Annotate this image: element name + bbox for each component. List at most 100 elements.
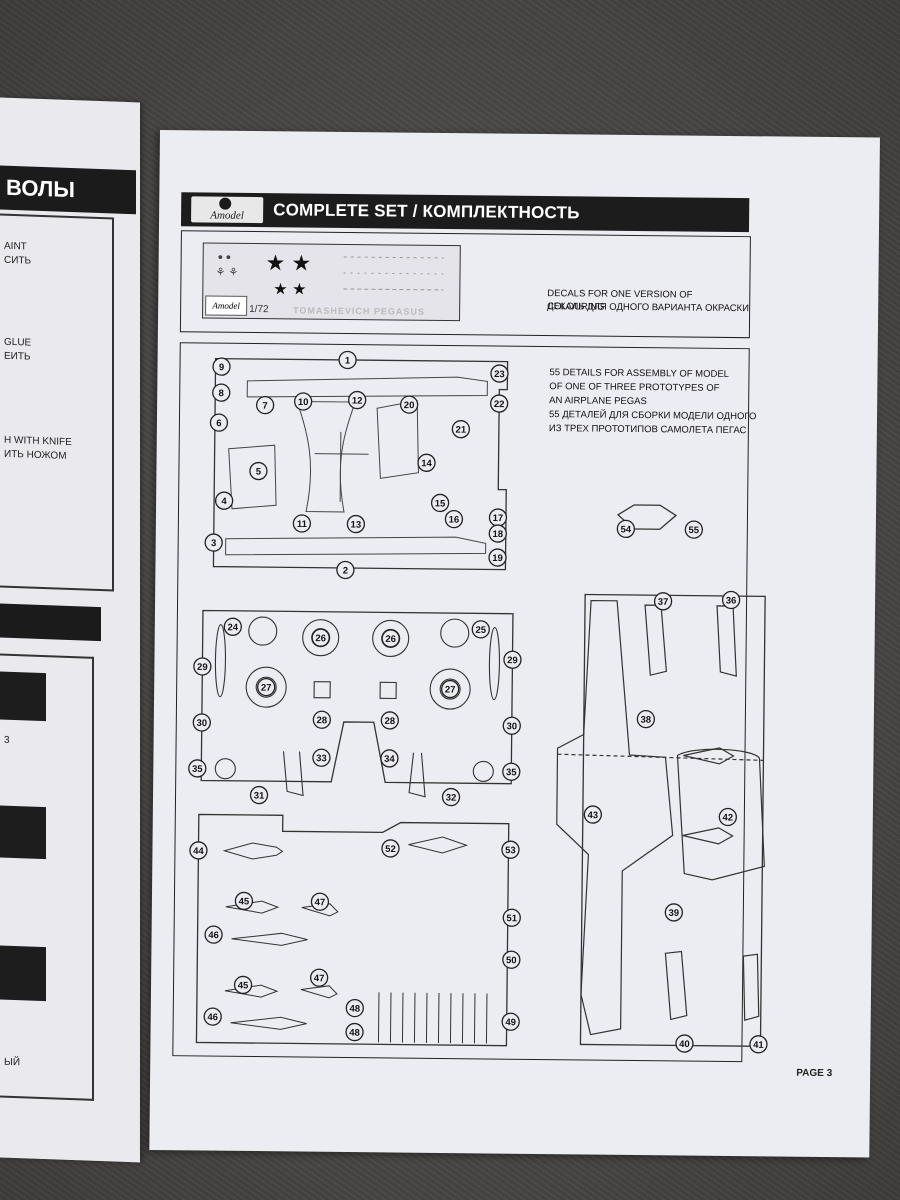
part-callout-50: 50: [502, 950, 521, 969]
part-callout-54: 54: [616, 519, 635, 539]
part-callout-32: 32: [441, 787, 461, 807]
part-callout-26: 26: [311, 628, 330, 647]
part-callout-15: 15: [430, 493, 450, 513]
svg-text:40: 40: [679, 1039, 690, 1050]
part-callout-10: 10: [294, 392, 313, 411]
left-page-box: AINT СИТЬ GLUE ЕИТЬ H WITH KNIFE ИТЬ НОЖ…: [0, 213, 114, 592]
part-callout-48: 48: [345, 1022, 364, 1042]
svg-text:25: 25: [475, 625, 486, 636]
svg-text:★ ★: ★ ★: [273, 281, 306, 298]
bomb-44: [222, 842, 284, 860]
part-callout-30: 30: [192, 713, 211, 732]
part-callout-17: 17: [488, 508, 508, 527]
part-callout-45: 45: [234, 891, 254, 911]
decal-markings: ● ● ⚘ ⚘ ★ ★ ★ ★: [215, 250, 444, 299]
left-last-line: ЫЙ: [4, 1056, 21, 1069]
part-callout-45: 45: [233, 975, 253, 995]
svg-text:53: 53: [505, 845, 516, 856]
part-callout-41: 41: [749, 1035, 768, 1054]
bomb-47-bottom: [300, 985, 338, 999]
part-callout-7: 7: [255, 395, 275, 415]
svg-text:27: 27: [445, 685, 456, 696]
fuselage-half-top: [246, 376, 488, 398]
svg-text:● ●: ● ●: [218, 252, 231, 262]
decal-sheet: ● ● ⚘ ⚘ ★ ★ ★ ★ Amodel 1/72 TOMASHEVICH …: [202, 242, 461, 322]
part-callout-6: 6: [209, 413, 229, 432]
sprue-c-frame: [195, 813, 510, 1047]
svg-text:35: 35: [192, 764, 203, 775]
svg-text:1: 1: [345, 355, 351, 366]
svg-text:43: 43: [587, 810, 598, 821]
part-callout-35: 35: [502, 762, 521, 781]
svg-text:14: 14: [421, 458, 432, 469]
gear-leg-33: [282, 751, 304, 797]
part-callout-47: 47: [309, 968, 329, 987]
part-callout-39: 39: [664, 903, 683, 922]
svg-text:★ ★: ★ ★: [265, 250, 311, 275]
part-callout-11: 11: [292, 514, 312, 533]
left-page-bar: [0, 603, 101, 642]
bomb-52: [408, 836, 469, 854]
svg-text:48: 48: [349, 1004, 360, 1015]
part-callout-30: 30: [502, 716, 521, 735]
wheel-well-bottom: [682, 827, 734, 845]
disc-35-left: [214, 758, 236, 780]
svg-text:12: 12: [352, 396, 363, 407]
svg-text:⚘ ⚘: ⚘ ⚘: [215, 267, 238, 279]
svg-text:16: 16: [449, 515, 460, 526]
part-callout-28: 28: [380, 711, 399, 730]
part-callout-40: 40: [675, 1034, 694, 1053]
wing-upper-43: [556, 599, 674, 1036]
wing-lower-42: [676, 748, 765, 881]
left-line: ИТЬ НОЖОМ: [4, 448, 67, 462]
left-dark-block: [0, 671, 46, 722]
sprue-d-frame: [579, 593, 766, 1047]
svg-text:13: 13: [351, 520, 362, 531]
part-callout-14: 14: [417, 453, 436, 472]
part-callout-46: 46: [204, 925, 223, 944]
svg-text:41: 41: [753, 1040, 764, 1051]
left-line: ЕИТЬ: [4, 350, 31, 363]
svg-text:29: 29: [197, 662, 208, 673]
svg-text:46: 46: [207, 1012, 218, 1023]
spinner-25: [440, 618, 470, 648]
part-callout-5: 5: [249, 461, 268, 481]
svg-text:36: 36: [726, 595, 737, 606]
part-callout-31: 31: [249, 785, 269, 805]
left-dark-block: [0, 805, 46, 860]
prop-29-right: [488, 626, 500, 701]
part-callout-21: 21: [451, 420, 471, 439]
gear-leg-34: [408, 752, 426, 798]
svg-text:27: 27: [261, 683, 272, 694]
part-callout-24: 24: [223, 617, 242, 636]
part-callout-27: 27: [441, 679, 460, 699]
part-callout-53: 53: [501, 840, 520, 859]
wheel-26-right: [372, 619, 410, 657]
svg-text:37: 37: [658, 597, 669, 608]
prop-29-left: [214, 624, 227, 698]
part-callout-13: 13: [346, 514, 366, 534]
spinner-24: [248, 616, 278, 646]
svg-text:5: 5: [256, 467, 262, 478]
canopy-36: [716, 605, 737, 677]
svg-text:44: 44: [193, 846, 204, 857]
part-callout-3: 3: [204, 533, 223, 552]
part-callout-27: 27: [257, 677, 276, 697]
part-callout-33: 33: [312, 748, 331, 767]
page-number: PAGE 3: [796, 1067, 833, 1080]
svg-text:31: 31: [254, 791, 265, 802]
svg-text:10: 10: [298, 397, 309, 408]
wheel-27-right: [429, 668, 471, 710]
wheel-27-left: [245, 666, 287, 708]
part-callout-22: 22: [490, 394, 509, 413]
part-callout-52: 52: [381, 839, 400, 858]
svg-text:46: 46: [208, 930, 219, 941]
svg-text:54: 54: [620, 524, 631, 535]
bomb-46-bottom: [230, 1016, 307, 1030]
part-callout-23: 23: [490, 364, 509, 383]
svg-text:24: 24: [227, 622, 238, 633]
part-callout-38: 38: [636, 709, 656, 729]
left-page: ВОЛЫ AINT СИТЬ GLUE ЕИТЬ H WITH KNIFE ИТ…: [0, 97, 140, 1163]
part-callout-16: 16: [444, 509, 464, 529]
